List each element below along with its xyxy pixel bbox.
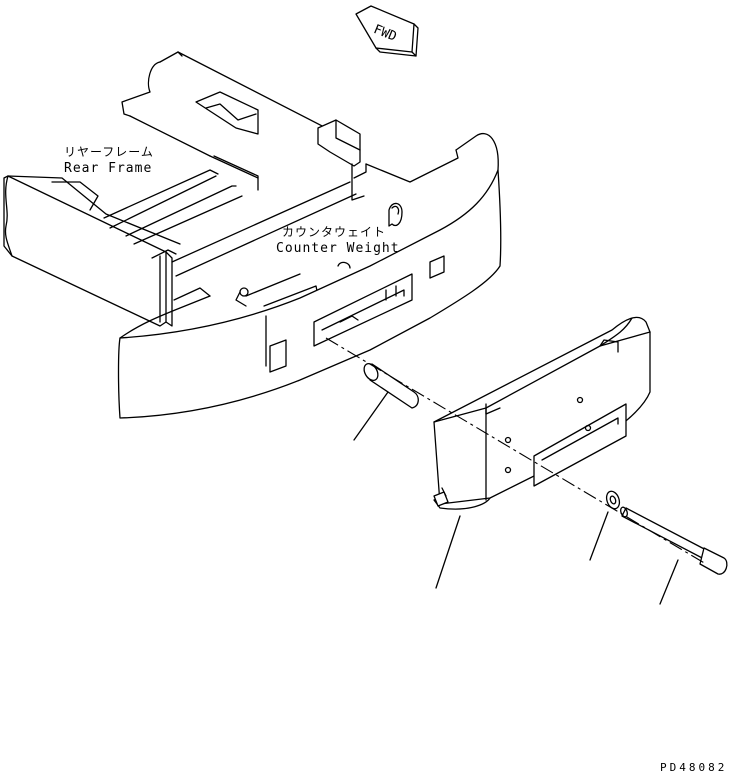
bolt — [620, 506, 728, 575]
leader-lines — [353, 391, 679, 605]
counter-weight — [117, 133, 502, 419]
counter-weight-label-en: Counter Weight — [276, 241, 400, 256]
assembly-axis-line — [325, 337, 707, 565]
washer — [605, 490, 621, 510]
rear-frame-label-en: Rear Frame — [64, 161, 153, 176]
counter-weight-label-jp: カウンタウェイト — [282, 225, 387, 239]
pin — [363, 362, 419, 409]
rear-frame — [3, 51, 365, 327]
rear-frame-label-jp: リヤーフレーム — [64, 145, 154, 159]
fwd-arrow-icon: FWD — [355, 5, 419, 57]
drawing-code: PD48082 — [660, 761, 728, 774]
counter-weight-block — [433, 316, 651, 510]
